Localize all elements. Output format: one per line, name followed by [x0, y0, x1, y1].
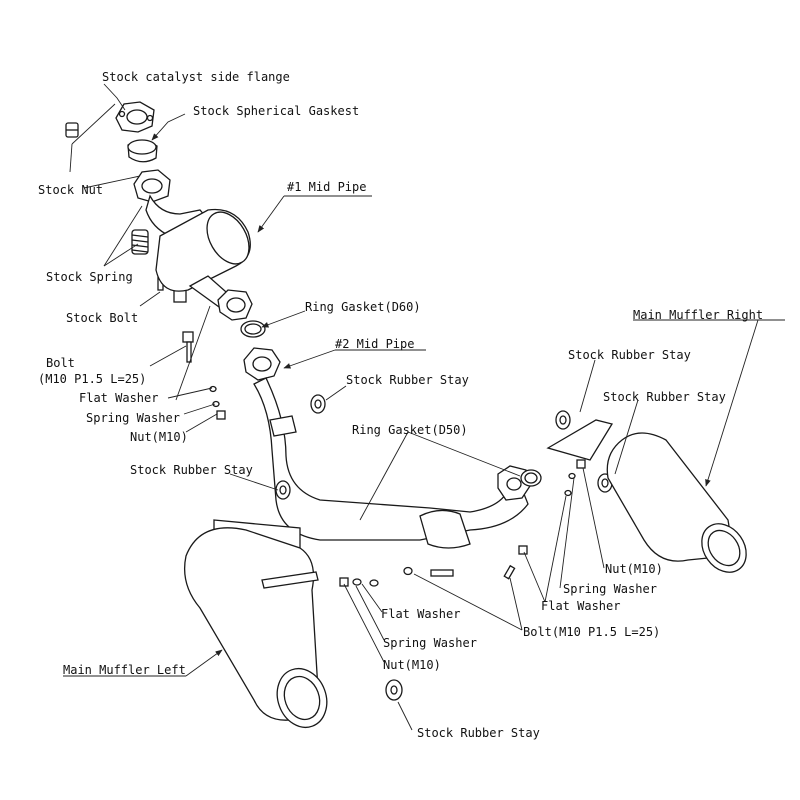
- main-muffler-right-part: [546, 419, 747, 573]
- label-spring-washer-right: Spring Washer: [563, 582, 657, 596]
- stock-nut-part: [65, 122, 79, 138]
- label-nut-right: Nut(M10): [605, 562, 663, 576]
- label-rubber-stay-right: Stock Rubber Stay: [603, 390, 726, 404]
- label-flat-washer-right: Flat Washer: [541, 599, 621, 613]
- label-bolt-left: Bolt: [46, 356, 75, 370]
- label-bolt-bottom: Bolt(M10 P1.5 L=25): [523, 625, 661, 639]
- label-stock-bolt: Stock Bolt: [66, 311, 139, 325]
- label-ring-gasket-d60: Ring Gasket(D60): [305, 300, 421, 314]
- label-stock-nut: Stock Nut: [38, 183, 104, 197]
- label-spring-washer-bottom: Spring Washer: [383, 636, 477, 650]
- ring-gasket-d50-part: [520, 469, 542, 487]
- label-nut-left: Nut(M10): [130, 430, 188, 444]
- right-bolts: [503, 545, 528, 580]
- right-washers-nut: [564, 459, 586, 497]
- label-mid-pipe-2: #2 Mid Pipe: [335, 337, 415, 351]
- spherical-gasket: [127, 139, 158, 163]
- label-bolt-left-spec: (M10 P1.5 L=25): [38, 372, 147, 386]
- mid-pipe-2-inlet-flange: [243, 347, 281, 381]
- mid-pipe-1-flange: [133, 169, 171, 203]
- leader-lines: [63, 83, 785, 731]
- label-ring-gasket-d50: Ring Gasket(D50): [352, 423, 468, 437]
- catalyst-side-flange: [115, 101, 155, 133]
- rubber-stay-top-right-part: [555, 410, 571, 430]
- mid-pipe-1-outlet-flange: [217, 289, 253, 321]
- bottom-washers-nut: [339, 566, 454, 587]
- rubber-stay-bottom-part: [385, 679, 403, 701]
- label-main-muffler-right: Main Muffler Right: [633, 308, 764, 322]
- stock-spring-part: [131, 229, 149, 255]
- rubber-stay-left-part: [275, 480, 291, 500]
- mid-pipe-1-body: [145, 194, 251, 313]
- label-catalyst-side-flange: Stock catalyst side flange: [102, 70, 290, 84]
- label-spring-washer-left: Spring Washer: [86, 411, 180, 425]
- label-flat-washer-bottom: Flat Washer: [381, 607, 461, 621]
- label-stock-spring: Stock Spring: [46, 270, 133, 284]
- rubber-stay-center-part: [310, 394, 326, 414]
- label-main-muffler-left: Main Muffler Left: [63, 663, 186, 677]
- main-muffler-left-part: [183, 527, 328, 729]
- left-bolt-part: [182, 331, 194, 363]
- ring-gasket-d60-part: [240, 320, 266, 338]
- label-nut-bottom: Nut(M10): [383, 658, 441, 672]
- mid-pipe-2-body: [213, 377, 529, 561]
- left-washers-nut: [209, 385, 226, 420]
- label-flat-washer-left: Flat Washer: [79, 391, 159, 405]
- label-rubber-stay-top-right: Stock Rubber Stay: [568, 348, 691, 362]
- label-rubber-stay-center: Stock Rubber Stay: [346, 373, 469, 387]
- label-mid-pipe-1: #1 Mid Pipe: [287, 180, 367, 194]
- label-rubber-stay-left: Stock Rubber Stay: [130, 463, 253, 477]
- label-rubber-stay-bottom: Stock Rubber Stay: [417, 726, 540, 740]
- label-spherical-gasket: Stock Spherical Gaskest: [193, 104, 360, 118]
